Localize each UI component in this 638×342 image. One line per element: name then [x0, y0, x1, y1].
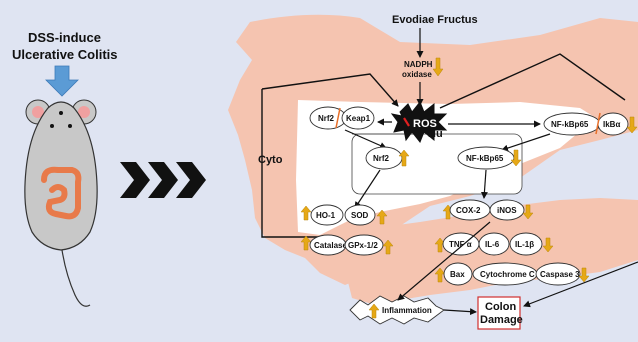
nuclear-nrf2: Nrf2	[365, 146, 410, 170]
nadph-label-line2: oxidase	[402, 70, 432, 79]
il6-label: IL-6	[485, 240, 500, 249]
antioxidant-enzymes: HO-1 SOD Catalase GPx-1/2	[300, 204, 394, 256]
cyto-label: Cyto	[258, 154, 283, 166]
nadph-down-arrow-icon	[432, 57, 444, 77]
nuclear-nfkb: NF-kBp65	[457, 146, 522, 170]
svg-text:NF-kBp65: NF-kBp65	[466, 154, 504, 163]
tnfa-label: TNF α	[449, 240, 472, 249]
cox2-label: COX-2	[456, 206, 481, 215]
ros-label: ROS	[413, 118, 437, 130]
ho1-label: HO-1	[316, 211, 336, 220]
nrf2-label: Nrf2	[318, 114, 335, 123]
keap1-label: Keap1	[346, 114, 371, 123]
catalase-label: Catalase	[314, 241, 347, 250]
colon-damage-line2: Damage	[480, 314, 523, 326]
gpx-label: GPx-1/2	[348, 241, 378, 250]
chevron-arrows	[120, 162, 206, 198]
nfkb-ikba-complex: NF-kBp65 IkBα	[543, 112, 638, 136]
bax-label: Bax	[450, 270, 465, 279]
inos-label: iNOS	[497, 206, 517, 215]
caspase3-label: Caspase 3	[540, 270, 580, 279]
inflammation-label: Inflammation	[382, 306, 432, 315]
il1b-label: IL-1β	[515, 240, 534, 249]
evodiae-label: Evodiae Fructus	[392, 14, 478, 26]
colon-damage-box	[477, 296, 521, 330]
sod-label: SOD	[351, 211, 369, 220]
svg-text:Nrf2: Nrf2	[373, 154, 390, 163]
mouse-icon	[24, 99, 98, 307]
nfkb-label: NF-kBp65	[551, 120, 589, 129]
apoptosis-factors: Bax Cytochrome C Caspase 3	[434, 262, 590, 286]
nadph-label-line1: NADPH	[404, 60, 433, 69]
nrf2-keap1-complex: Nrf2 Keap1	[309, 106, 375, 130]
cytc-label: Cytochrome C	[480, 270, 535, 279]
blue-down-arrow	[45, 65, 79, 97]
ikba-label: IkBα	[603, 120, 620, 129]
colon-damage-line1: Colon	[485, 301, 516, 313]
model-title-line1: DSS-induce	[28, 30, 101, 45]
model-panel: DSS-induce Ulcerative Colitis	[12, 30, 206, 307]
model-title-line2: Ulcerative Colitis	[12, 47, 118, 62]
ros-burst: ROS	[390, 101, 448, 143]
